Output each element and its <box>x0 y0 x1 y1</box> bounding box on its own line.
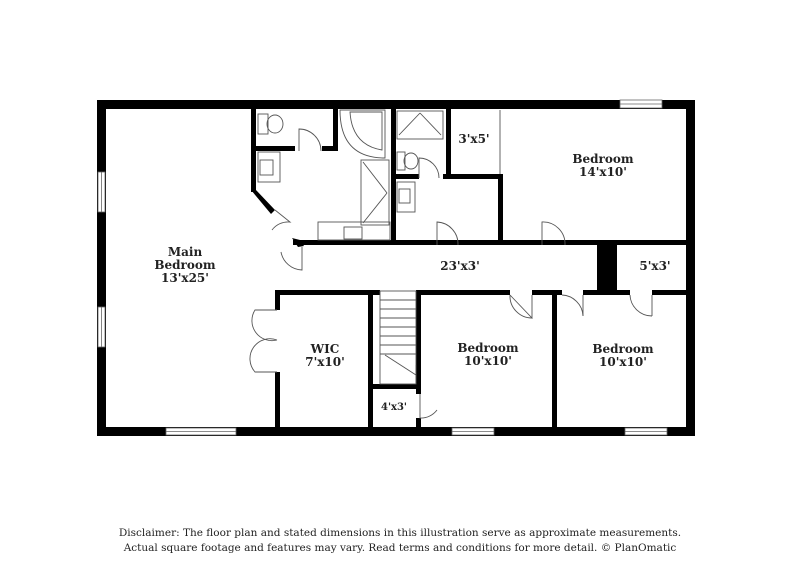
interior-walls <box>251 108 687 432</box>
room-dimensions: 5'x3' <box>639 259 671 273</box>
disclaimer-line-1: Disclaimer: The floor plan and stated di… <box>118 527 682 539</box>
room-name-line2: Bedroom <box>154 258 216 272</box>
room-label-bedroom-ne: Bedroom 14'x10' <box>553 153 653 179</box>
room-dimensions: 13'x25' <box>161 271 209 285</box>
toilet-icon <box>257 113 269 135</box>
room-name-line1: Main <box>167 245 203 259</box>
room-dimensions: 4'x3' <box>380 402 407 413</box>
room-label-closet-3x5: 3'x5' <box>452 133 496 146</box>
room-name: Bedroom <box>572 152 634 166</box>
room-dimensions: 10'x10' <box>464 354 512 368</box>
room-dimensions: 10'x10' <box>599 355 647 369</box>
room-label-wic: WIC 7'x10' <box>290 343 360 369</box>
exterior-walls <box>97 100 695 436</box>
room-label-bedroom-center: Bedroom 10'x10' <box>438 342 538 368</box>
room-dimensions: 14'x10' <box>579 165 627 179</box>
tub-icon <box>339 109 386 159</box>
room-label-closet-4x3: 4'x3' <box>374 401 414 414</box>
disclaimer: Disclaimer: The floor plan and stated di… <box>0 526 800 556</box>
disclaimer-line-2: Actual square footage and features may v… <box>123 542 677 554</box>
fixtures <box>257 109 501 385</box>
room-label-bedroom-se: Bedroom 10'x10' <box>573 343 673 369</box>
room-dimensions: 7'x10' <box>305 355 345 369</box>
windows <box>97 99 668 436</box>
doors <box>249 128 653 419</box>
shower-icon <box>360 159 390 226</box>
room-name: Bedroom <box>592 342 654 356</box>
stairs <box>379 290 417 385</box>
room-label-closet-5x3: 5'x3' <box>627 260 683 273</box>
room-label-hallway: 23'x3' <box>420 260 500 273</box>
room-label-main-bedroom: Main Bedroom 13'x25' <box>135 246 235 285</box>
room-dimensions: 3'x5' <box>458 132 490 146</box>
room-name: Bedroom <box>457 341 519 355</box>
room-dimensions: 23'x3' <box>440 259 480 273</box>
room-name: WIC <box>310 342 340 356</box>
